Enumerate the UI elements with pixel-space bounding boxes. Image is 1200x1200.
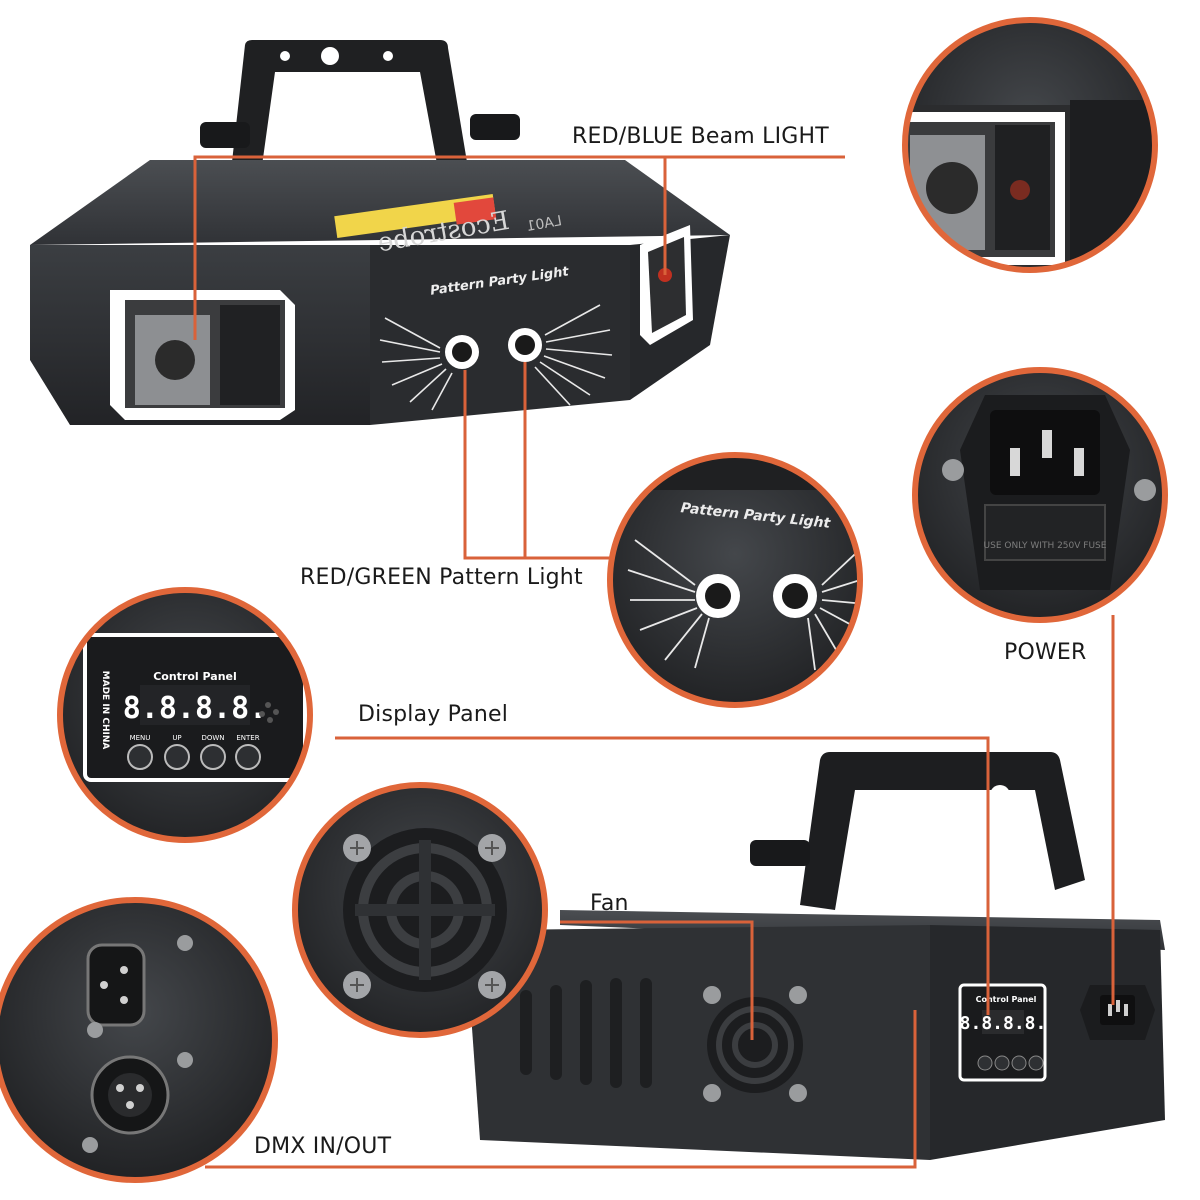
fixture-front-face [370, 245, 630, 425]
panel-title: Control Panel [153, 670, 237, 683]
fan-zoom-circle [292, 782, 548, 1038]
rear-fixture: Control Panel 8.8.8.8. [470, 752, 1165, 1160]
pattern-light-label: RED/GREEN Pattern Light [300, 565, 583, 590]
power-label: POWER [1004, 640, 1087, 665]
callout-lines [193, 155, 1115, 1169]
dmx-label: DMX IN/OUT [254, 1134, 392, 1159]
down-button [200, 744, 226, 770]
model-number: LA01 [525, 213, 563, 235]
side-vents [520, 978, 652, 1088]
rear-panel-title: Control Panel [976, 995, 1037, 1004]
pattern-zoom-circle: Pattern Party Light [607, 452, 863, 708]
beam-window-left [110, 290, 295, 420]
enter-button [235, 744, 261, 770]
panel-origin: MADE IN CHINA [100, 671, 110, 750]
menu-button [127, 744, 153, 770]
fan-callout-line [560, 920, 754, 1040]
display-panel-label: Display Panel [358, 702, 509, 727]
rear-power-socket [1080, 985, 1155, 1040]
dmx-out-connector [86, 943, 146, 1027]
beam-light-label: RED/BLUE Beam LIGHT [572, 124, 829, 149]
sunburst-graphic [379, 304, 613, 411]
menu-button-label: MENU [130, 734, 151, 742]
fixture-top [30, 160, 730, 245]
rear-panel-display: 8.8.8.8. [960, 1013, 1047, 1034]
panel-zoom-circle: Control Panel MADE IN CHINA 8.8.8.8. MEN… [57, 587, 313, 843]
enter-button-label: ENTER [236, 734, 259, 742]
up-button-label: UP [172, 734, 181, 742]
rear-control-panel: Control Panel 8.8.8.8. [958, 983, 1047, 1082]
dmx-zoom-circle [0, 897, 278, 1183]
fuse-text: USE ONLY WITH 250V FUSE [984, 541, 1107, 551]
display-callout-line [335, 736, 990, 1015]
fan-label: Fan [590, 891, 629, 916]
rear-bracket [800, 752, 1085, 910]
panel-display: 8.8.8.8. [123, 691, 268, 726]
rear-fan [703, 986, 807, 1102]
up-button [164, 744, 190, 770]
rear-side-face [470, 925, 930, 1160]
dmx-callout-line [205, 1010, 917, 1169]
beam-window-right [640, 225, 693, 345]
main-fixture: Ecostrobe LA01 Pattern Party Light [30, 40, 730, 425]
down-button-label: DOWN [201, 734, 224, 742]
beam-zoom-circle [902, 17, 1158, 273]
pattern-callout-line [463, 370, 612, 560]
power-zoom-circle: USE ONLY WITH 250V FUSE [912, 367, 1168, 623]
mounting-bracket [230, 40, 470, 180]
beam-callout-line [193, 155, 845, 340]
